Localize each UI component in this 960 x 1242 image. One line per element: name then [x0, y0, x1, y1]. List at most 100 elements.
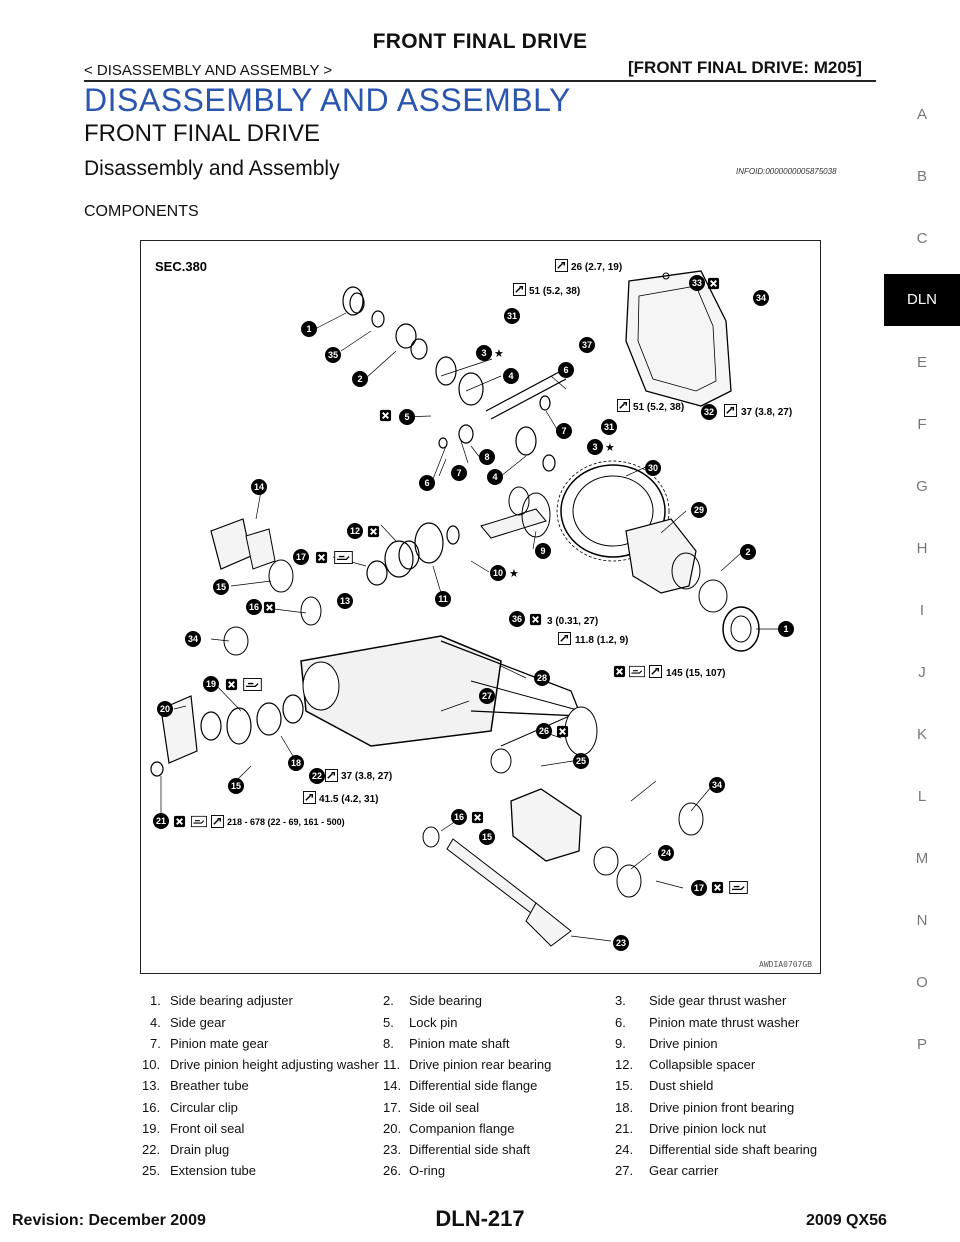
- svg-text:32: 32: [704, 407, 714, 417]
- svg-text:15: 15: [482, 832, 492, 842]
- section-label: SEC.380: [155, 259, 207, 274]
- callout-27: 27: [479, 688, 495, 704]
- side-tab-b[interactable]: B: [916, 168, 927, 185]
- svg-text:★: ★: [605, 442, 615, 454]
- section-breadcrumb: < DISASSEMBLY AND ASSEMBLY >: [84, 62, 333, 79]
- callout-2a: 2: [740, 544, 756, 560]
- section-tag: [FRONT FINAL DRIVE: M205]: [628, 58, 862, 77]
- differential-case-part: [625, 518, 760, 652]
- callout-34a: 34: [185, 631, 201, 647]
- svg-text:34: 34: [756, 293, 766, 303]
- callout-15: 15: [213, 579, 229, 595]
- callout-3b: 3: [587, 439, 603, 455]
- callout-16: 16: [246, 599, 262, 615]
- side-tab-h[interactable]: H: [916, 540, 928, 557]
- svg-text:18: 18: [291, 758, 301, 768]
- svg-text:30: 30: [648, 463, 658, 473]
- callout-14: 14: [251, 479, 267, 495]
- svg-text:16: 16: [249, 602, 259, 612]
- callout-19: 19: [203, 676, 219, 692]
- callout-28: 28: [534, 670, 550, 686]
- torque-label-1: 26 (2.7, 19): [571, 262, 622, 273]
- callout-6a: 6: [558, 362, 574, 378]
- callout-29: 29: [691, 502, 707, 518]
- side-tab-k[interactable]: K: [916, 726, 927, 743]
- svg-text:31: 31: [604, 422, 614, 432]
- legend-row: 7. Pinion mate gear 8. Pinion mate shaft…: [150, 1036, 718, 1051]
- torque-label-7: 145 (15, 107): [666, 668, 726, 679]
- legend-row: 16. Circular clip 17. Side oil seal 18. …: [142, 1100, 795, 1115]
- side-tab-j[interactable]: J: [918, 664, 926, 681]
- svg-text:6: 6: [563, 365, 568, 375]
- torque-label-6: 11.8 (1.2, 9): [575, 635, 628, 646]
- svg-text:20: 20: [160, 704, 170, 714]
- callout-30: 30: [645, 460, 661, 476]
- callout-37: 37: [579, 337, 595, 353]
- torque-label-8: 37 (3.8, 27): [341, 771, 392, 782]
- revision-text: Revision: December 2009: [12, 1212, 206, 1229]
- svg-text:4: 4: [508, 371, 513, 381]
- side-tab-l[interactable]: L: [917, 788, 927, 805]
- callout-7a: 7: [556, 423, 572, 439]
- callout-12: 12: [347, 523, 363, 539]
- side-tab-m[interactable]: M: [915, 850, 929, 867]
- callout-4: 4: [487, 469, 503, 485]
- left-bearing-stack: [342, 286, 567, 472]
- callout-20: 20: [157, 701, 173, 717]
- subsection-heading: Disassembly and Assembly: [84, 157, 340, 180]
- side-tab-e[interactable]: E: [916, 354, 927, 371]
- callout-26: 26: [536, 723, 552, 739]
- callout-4a: 4: [503, 368, 519, 384]
- torque-labels: 26 (2.7, 19) 51 (5.2, 38) 51 (5.2, 38) 3…: [227, 262, 792, 827]
- svg-text:21: 21: [156, 816, 166, 826]
- side-tab-p[interactable]: P: [916, 1036, 927, 1053]
- side-tab-c[interactable]: C: [916, 230, 928, 247]
- callout-34: 34: [753, 290, 769, 306]
- side-tab-g[interactable]: G: [916, 478, 928, 495]
- svg-text:1: 1: [306, 324, 311, 334]
- side-tab-o[interactable]: O: [916, 974, 928, 991]
- svg-text:10: 10: [493, 568, 503, 578]
- svg-text:36: 36: [512, 614, 522, 624]
- callout-24: 24: [658, 845, 674, 861]
- svg-text:13: 13: [340, 596, 350, 606]
- svg-text:2: 2: [745, 547, 750, 557]
- svg-text:12: 12: [350, 526, 360, 536]
- pinion-bearing-stack: [366, 522, 460, 586]
- callout-17: 17: [293, 549, 309, 565]
- callout-32: 32: [701, 404, 717, 420]
- side-tab-n[interactable]: N: [916, 912, 928, 929]
- legend-row: 1. Side bearing adjuster 2. Side bearing…: [150, 993, 787, 1008]
- callout-23: 23: [613, 935, 629, 951]
- callout-25: 25: [573, 753, 589, 769]
- svg-text:4: 4: [492, 472, 497, 482]
- side-tab-a[interactable]: A: [916, 106, 927, 123]
- side-tab-f[interactable]: F: [917, 416, 927, 433]
- svg-text:6: 6: [424, 478, 429, 488]
- exploded-view-drawing: SEC.380: [150, 259, 794, 951]
- svg-text:28: 28: [537, 673, 547, 683]
- svg-text:3: 3: [481, 348, 486, 358]
- star-marks: ★ ★ ★: [494, 348, 615, 580]
- side-tab-dln[interactable]: DLN: [884, 274, 960, 326]
- callout-3a: 3: [476, 345, 492, 361]
- callout-1a: 1: [778, 621, 794, 637]
- legend-row: 22. Drain plug 23. Differential side sha…: [142, 1142, 818, 1157]
- side-tab-i[interactable]: I: [919, 602, 925, 619]
- svg-text:33: 33: [692, 278, 702, 288]
- differential-side-shaft-part: [422, 826, 572, 947]
- legend-row: 10. Drive pinion height adjusting washer…: [142, 1057, 756, 1072]
- callout-11: 11: [435, 591, 451, 607]
- svg-text:17: 17: [296, 552, 306, 562]
- svg-text:25: 25: [576, 756, 586, 766]
- svg-text:34: 34: [712, 780, 722, 790]
- svg-text:19: 19: [206, 679, 216, 689]
- callout-15a: 15: [228, 778, 244, 794]
- svg-text:3: 3: [592, 442, 597, 452]
- exploded-view-figure: SEC.380: [140, 240, 821, 974]
- part-callouts: 1 35 2 5 6 7 8 4 3 4 31 37 6 7 31 3 33 3…: [153, 275, 794, 951]
- svg-text:15: 15: [231, 781, 241, 791]
- torque-label-3: 51 (5.2, 38): [633, 402, 684, 413]
- callout-13: 13: [337, 593, 353, 609]
- svg-text:34: 34: [188, 634, 198, 644]
